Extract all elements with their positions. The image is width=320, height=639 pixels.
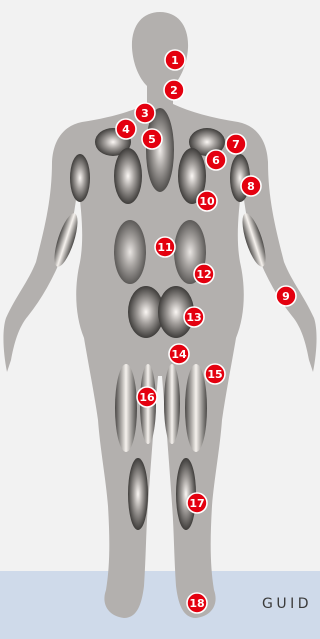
marker-number: 7 — [232, 138, 240, 151]
marker-18[interactable]: 18 — [187, 593, 207, 613]
marker-14[interactable]: 14 — [169, 344, 189, 364]
marker-7[interactable]: 7 — [226, 134, 246, 154]
marker-11[interactable]: 11 — [155, 237, 175, 257]
marker-8[interactable]: 8 — [241, 176, 261, 196]
marker-number: 18 — [189, 597, 204, 610]
marker-1[interactable]: 1 — [165, 50, 185, 70]
marker-number: 4 — [122, 123, 130, 136]
marker-number: 10 — [199, 195, 215, 208]
marker-17[interactable]: 17 — [187, 493, 207, 513]
marker-2[interactable]: 2 — [164, 80, 184, 100]
marker-number: 15 — [207, 368, 222, 381]
band-label: GUID — [262, 596, 312, 612]
marker-number: 3 — [141, 107, 149, 120]
marker-number: 1 — [171, 54, 179, 67]
marker-6[interactable]: 6 — [206, 150, 226, 170]
marker-10[interactable]: 10 — [197, 191, 217, 211]
marker-15[interactable]: 15 — [205, 364, 225, 384]
marker-5[interactable]: 5 — [142, 129, 162, 149]
marker-number: 13 — [186, 311, 201, 324]
marker-16[interactable]: 16 — [137, 387, 157, 407]
marker-number: 16 — [139, 391, 155, 404]
marker-number: 5 — [148, 133, 156, 146]
marker-number: 12 — [196, 268, 211, 281]
marker-9[interactable]: 9 — [276, 286, 296, 306]
marker-number: 9 — [282, 290, 290, 303]
marker-number: 14 — [171, 348, 187, 361]
marker-number: 17 — [189, 497, 204, 510]
marker-3[interactable]: 3 — [135, 103, 155, 123]
marker-number: 6 — [212, 154, 220, 167]
marker-4[interactable]: 4 — [116, 119, 136, 139]
marker-number: 8 — [247, 180, 255, 193]
marker-number: 11 — [157, 241, 172, 254]
marker-number: 2 — [170, 84, 178, 97]
marker-13[interactable]: 13 — [184, 307, 204, 327]
marker-12[interactable]: 12 — [194, 264, 214, 284]
